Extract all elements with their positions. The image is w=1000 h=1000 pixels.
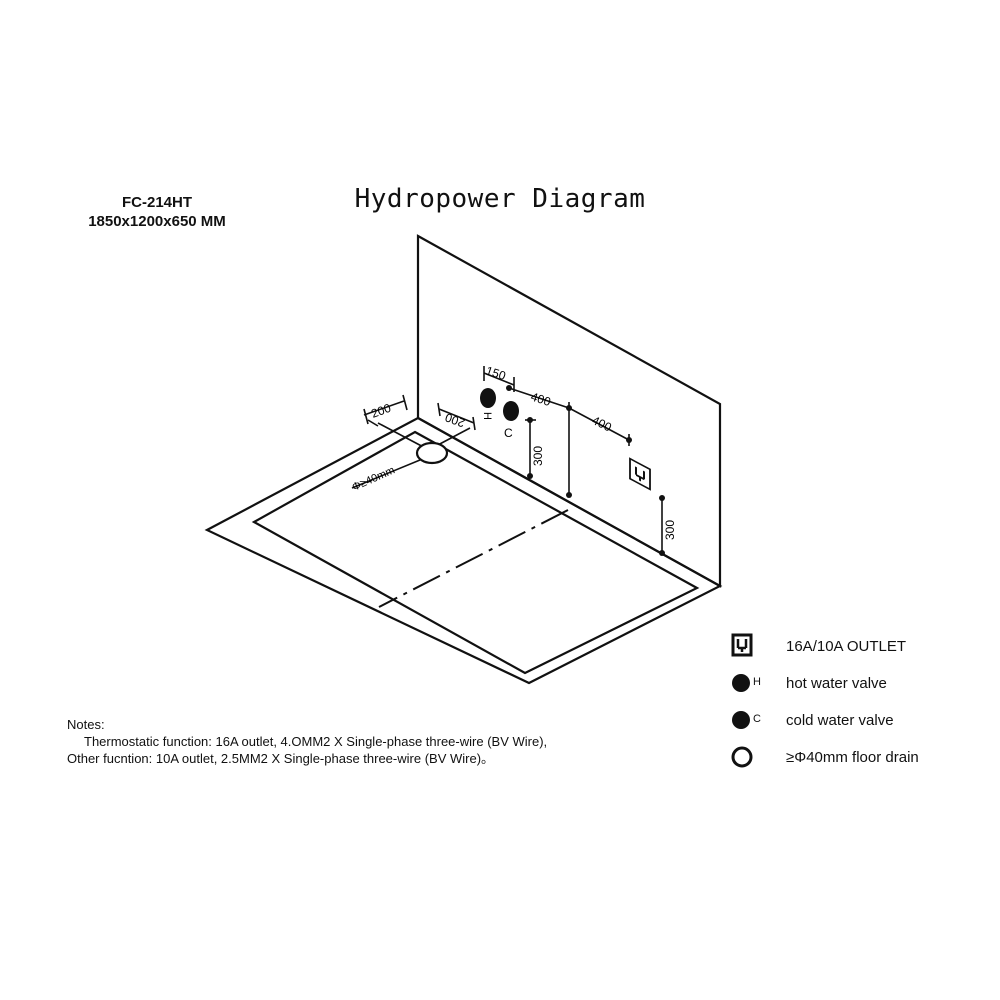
notes-line-2: Other fucntion: 10A outlet, 2.5MM2 X Sin… — [67, 751, 495, 766]
hot-valve-icon: H — [730, 669, 776, 699]
dim-dot — [626, 437, 632, 443]
notes-line-1: Thermostatic function: 16A outlet, 4.OMM… — [84, 734, 548, 749]
cold-water-valve — [503, 401, 519, 421]
drain-leader — [351, 459, 421, 489]
dim-label-150: 150 — [484, 364, 508, 384]
dim-label-valve-300: 300 — [531, 446, 545, 466]
legend-row-drain: ≥Φ40mm floor drain — [730, 743, 990, 773]
cold-valve-letter: C — [753, 713, 761, 725]
dim-200-right-line — [438, 408, 475, 424]
legend-label-drain: ≥Φ40mm floor drain — [786, 749, 919, 766]
tray-inner — [251, 430, 700, 675]
dim-label-outlet-300: 300 — [663, 520, 677, 540]
page-title: Hydropower Diagram — [354, 184, 646, 214]
legend-row-hot: H hot water valve — [730, 669, 990, 699]
tray-center-line — [378, 509, 569, 608]
dim-dot — [566, 405, 572, 411]
dim-400b-line — [568, 407, 630, 441]
hot-water-valve — [480, 388, 496, 408]
dim-dot — [566, 492, 572, 498]
dim-200-left-a — [363, 400, 405, 416]
legend-label-hot: hot water valve — [786, 675, 887, 692]
dim-200-left-ext1 — [367, 419, 379, 427]
floor-drain — [415, 441, 449, 465]
hot-marker-label: H — [481, 412, 493, 420]
legend-row-outlet: 16A/10A OUTLET — [730, 632, 990, 662]
tray-outer — [204, 416, 723, 685]
dim-dot — [659, 495, 665, 501]
notes: Notes: Thermostatic function: 16A outlet… — [67, 716, 547, 767]
dim-200-right-tick2 — [472, 416, 476, 431]
dim-dot — [527, 473, 533, 479]
dim-label-drain-y: 200 — [443, 410, 467, 430]
top-margin — [0, 0, 1000, 175]
legend-label-outlet: 16A/10A OUTLET — [786, 638, 907, 655]
wall-outlet-icon — [629, 457, 651, 491]
dim-label-400a: 400 — [529, 390, 553, 410]
dim-400a-line — [508, 387, 570, 409]
dim-200-right-tick1 — [437, 402, 441, 417]
dim-label-400b: 400 — [590, 413, 614, 435]
cold-valve-icon: C — [730, 706, 776, 736]
floor-drain-icon — [730, 743, 776, 773]
dim-dot — [527, 417, 533, 423]
notes-heading: Notes: — [67, 717, 105, 732]
legend-row-cold: C cold water valve — [730, 706, 990, 736]
dim-dot — [659, 550, 665, 556]
dim-150-line — [483, 372, 515, 386]
drain-dim-line-y — [435, 427, 471, 447]
outlet-icon — [730, 632, 776, 662]
dim-200-left-tick1 — [363, 408, 369, 425]
dim-label-drain-x: 200 — [369, 401, 393, 421]
model-size: 1850x1200x650 MM — [88, 213, 226, 230]
hot-valve-letter: H — [753, 676, 761, 688]
dim-label-drain: Φ≥40mm — [350, 464, 396, 493]
dim-dot — [506, 385, 512, 391]
model-number: FC-214HT — [121, 194, 192, 211]
dim-200-left-tick2 — [402, 394, 408, 411]
model-info: FC-214HT 1850x1200x650 MM — [82, 193, 232, 231]
cold-marker-label: C — [504, 426, 513, 440]
legend-label-cold: cold water valve — [786, 712, 894, 729]
